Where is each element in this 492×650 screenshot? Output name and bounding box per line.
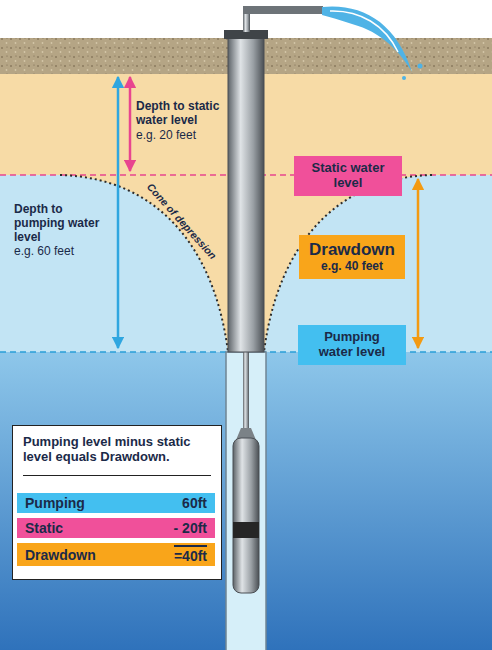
static-level-box: Static water level — [294, 156, 402, 196]
submersible-pump — [233, 438, 259, 593]
example-value: e.g. 20 feet — [136, 129, 222, 143]
drop-pipe — [243, 352, 249, 432]
row-value: - 20ft — [174, 520, 207, 536]
drawdown-box: Drawdowne.g. 40 feet — [299, 235, 405, 278]
water-drop — [418, 64, 423, 69]
water-drop — [402, 76, 406, 80]
equation-box: Pumping level minus static level equals … — [12, 425, 222, 580]
splash-highlight — [330, 11, 398, 52]
pumping-level-box: Pumping water level — [298, 325, 406, 365]
box-heading: Static water level — [302, 161, 394, 191]
sky — [0, 0, 492, 38]
water-splash — [322, 6, 412, 72]
row-value: =40ft — [174, 545, 207, 564]
pump-band — [233, 522, 259, 538]
row-label: Pumping — [25, 495, 85, 511]
drawdown-arrow — [417, 179, 420, 348]
curve-label: Cone of depression — [145, 181, 220, 262]
row-label: Drawdown — [25, 547, 96, 563]
example-value: e.g. 60 feet — [14, 245, 112, 259]
box-heading: Pumping water level — [306, 330, 398, 360]
box-heading: Pumping level minus static level equals … — [23, 435, 211, 465]
pumping-depth-arrow — [117, 77, 120, 348]
row-label: Static — [25, 520, 63, 536]
well-casing — [228, 36, 264, 352]
depth-label: Depth to static water level — [136, 100, 222, 128]
separator-rule — [23, 475, 211, 476]
drawdown-row: Drawdown =40ft — [17, 543, 215, 566]
static-row: Static - 20ft — [17, 518, 215, 538]
box-heading: Drawdown — [309, 240, 395, 260]
box-note: e.g. 40 feet — [309, 260, 395, 274]
row-value: 60ft — [182, 495, 207, 511]
depth-label: Depth to pumping water level — [14, 203, 112, 244]
static-depth-arrow — [129, 77, 132, 171]
pumping-row: Pumping 60ft — [17, 493, 215, 513]
well-bore — [226, 352, 266, 650]
discharge-pipe — [243, 6, 323, 14]
cone-curve — [60, 175, 228, 352]
